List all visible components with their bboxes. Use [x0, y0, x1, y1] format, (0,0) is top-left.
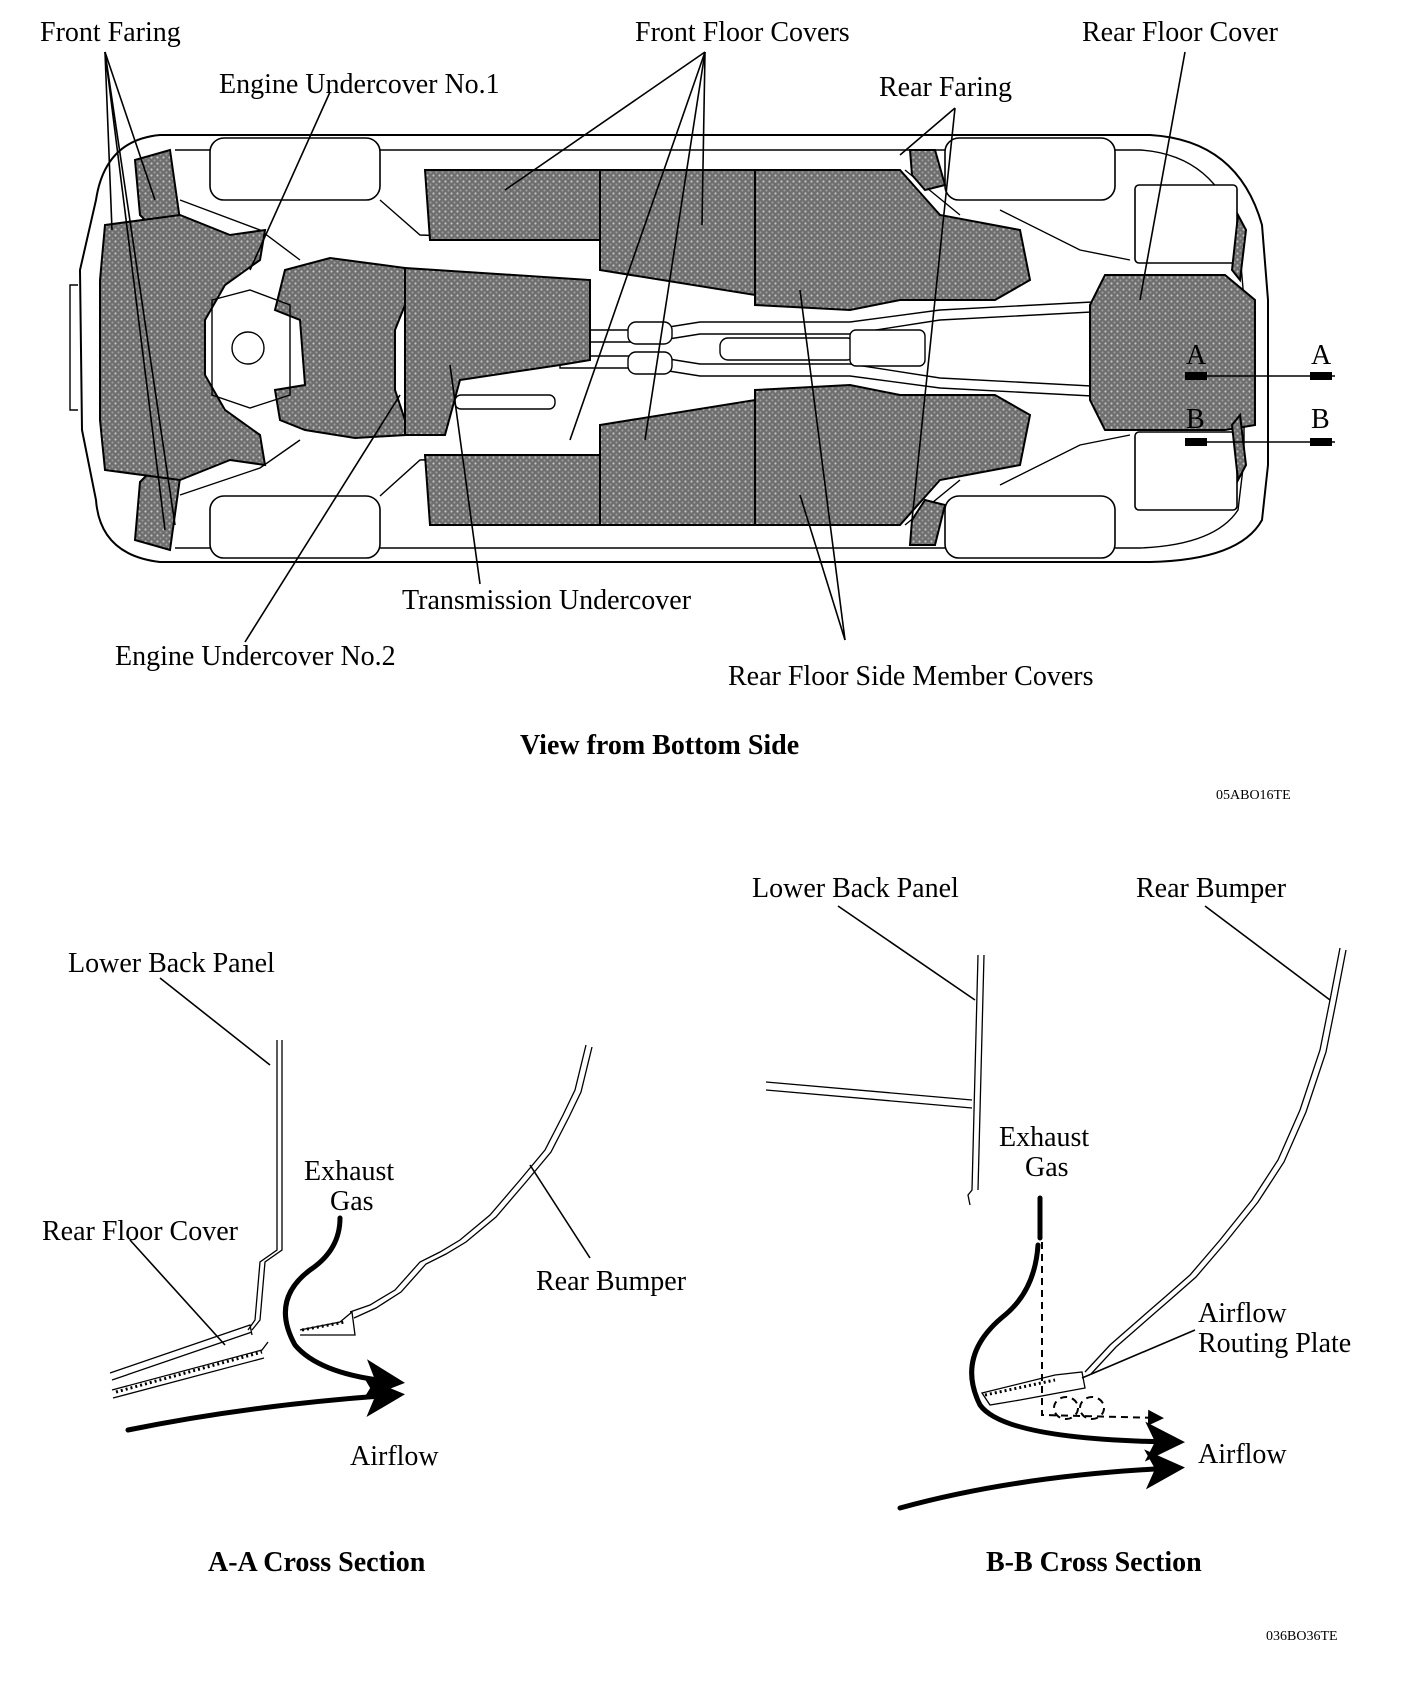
section-mark-b-right: B	[1311, 404, 1330, 435]
bottom-view-code: 05ABO16TE	[1216, 788, 1291, 803]
aa-rear-floor-cover-shape	[111, 1341, 269, 1399]
bottom-view-title: View from Bottom Side	[520, 730, 799, 761]
bb-airflow-routing-plate	[980, 1371, 1086, 1406]
aa-label-lower-back-panel: Lower Back Panel	[68, 948, 275, 979]
aa-title: A-A Cross Section	[208, 1547, 426, 1578]
label-engine-undercover-no2: Engine Undercover No.2	[115, 641, 396, 672]
section-line-a	[1185, 372, 1335, 380]
rear-right-tire	[944, 495, 1116, 559]
section-line-b	[1185, 438, 1335, 446]
exhaust-center-pipe	[719, 337, 856, 361]
cross-section-aa	[109, 1040, 593, 1433]
front-floor-cover-right	[423, 454, 601, 526]
rear-floor-cover	[1089, 274, 1256, 431]
vehicle-bottom-view	[69, 134, 1269, 563]
aa-label-rear-floor-cover: Rear Floor Cover	[42, 1216, 239, 1247]
engine-undercover-no1	[99, 213, 267, 482]
front-exhaust-pipe-lower	[454, 394, 556, 410]
section-mark-a-right: A	[1311, 340, 1332, 371]
front-floor-cover-left	[423, 169, 601, 241]
bb-label-rear-bumper: Rear Bumper	[1136, 873, 1287, 904]
aa-bumper-lip	[299, 1310, 356, 1336]
section-mark-a-left: A	[1186, 340, 1207, 371]
bb-label-exhaust-line2: Gas	[1025, 1152, 1069, 1183]
label-rear-floor-cover: Rear Floor Cover	[1082, 17, 1279, 48]
front-right-tire	[209, 495, 381, 559]
label-front-faring: Front Faring	[40, 17, 181, 48]
aa-leader-lines	[129, 977, 591, 1346]
rear-faring-upper	[908, 149, 947, 192]
section-mark-b-left: B	[1186, 404, 1205, 435]
transmission-undercover	[404, 266, 591, 436]
rear-suspension-lines	[904, 169, 1131, 526]
front-bumper-edge	[69, 284, 78, 411]
aa-floor-panel	[109, 1324, 253, 1381]
label-front-floor-covers: Front Floor Covers	[635, 17, 850, 48]
label-transmission-undercover: Transmission Undercover	[402, 585, 692, 616]
bb-exhaust-flow	[969, 1242, 1185, 1462]
oil-filter	[231, 331, 265, 365]
bb-floor-panel	[765, 1081, 973, 1109]
aa-airflow-arrow	[125, 1377, 405, 1433]
bb-lower-back-panel	[967, 954, 985, 1206]
aa-label-exhaust-line2: Gas	[330, 1186, 374, 1217]
bottom-view-leader-lines	[104, 51, 1186, 643]
aa-label-rear-bumper: Rear Bumper	[536, 1266, 687, 1297]
bb-dashed-flow	[1041, 1242, 1164, 1426]
label-rear-floor-side-member-covers: Rear Floor Side Member Covers	[728, 661, 1094, 692]
aa-label-exhaust-line1: Exhaust	[304, 1156, 394, 1187]
bb-label-plate-line2: Routing Plate	[1198, 1328, 1351, 1359]
bb-title: B-B Cross Section	[986, 1547, 1202, 1578]
rear-floor-side-member-cover-right	[754, 383, 1032, 526]
figure-code: 036BO36TE	[1266, 1629, 1338, 1644]
oil-pan-outline	[211, 289, 291, 409]
aa-exhaust-flow	[282, 1215, 405, 1400]
bb-label-exhaust-line1: Exhaust	[999, 1122, 1089, 1153]
label-engine-undercover-no1: Engine Undercover No.1	[219, 69, 500, 100]
rear-bumper-edge-lower	[1230, 412, 1248, 484]
bb-label-plate-line1: Airflow	[1198, 1298, 1287, 1329]
bb-label-lower-back-panel: Lower Back Panel	[752, 873, 959, 904]
bb-vortex-2	[1079, 1396, 1105, 1420]
bb-label-airflow: Airflow	[1198, 1439, 1287, 1470]
left-muffler	[1134, 184, 1238, 264]
rear-left-tire	[944, 137, 1116, 201]
aa-label-airflow: Airflow	[350, 1441, 439, 1472]
bb-airflow-arrow	[897, 1449, 1185, 1511]
bb-rear-bumper	[1084, 947, 1347, 1375]
catalytic-converter-left	[627, 321, 673, 345]
catalytic-converter-right	[627, 351, 673, 375]
rear-faring-lower	[908, 498, 947, 546]
label-rear-faring: Rear Faring	[879, 72, 1012, 103]
sub-muffler	[849, 329, 926, 367]
bb-vortex-1	[1053, 1396, 1079, 1420]
aa-rear-bumper	[349, 1044, 593, 1319]
rear-bumper-edge-upper	[1230, 211, 1248, 283]
bb-leader-lines	[837, 905, 1331, 1379]
aa-lower-back-panel	[247, 1040, 283, 1331]
cross-section-bb	[765, 947, 1347, 1511]
